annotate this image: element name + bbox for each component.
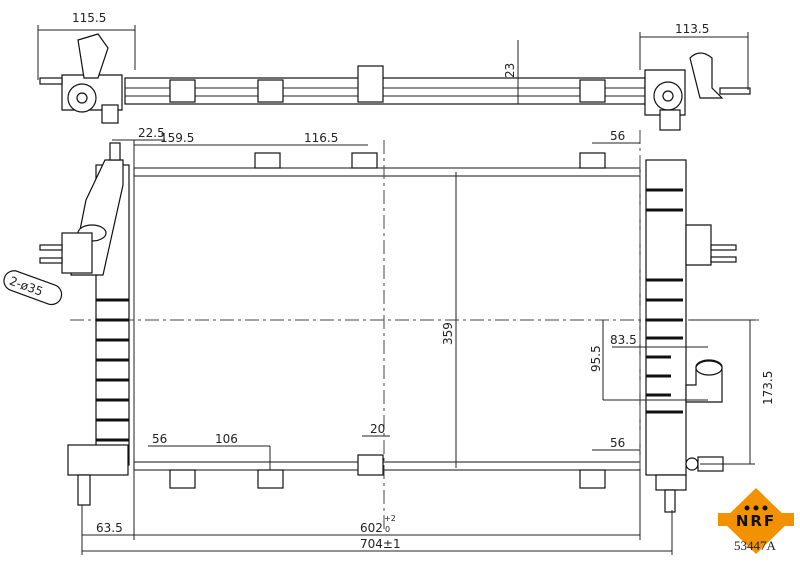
dim-top-bracket-2: 116.5 xyxy=(304,131,338,145)
dim-left-width: 115.5 xyxy=(72,11,106,25)
dim-top-right-bracket: 56 xyxy=(610,129,625,143)
dim-core-width: 602 xyxy=(360,521,383,535)
dim-bottom-right-bracket: 56 xyxy=(610,436,625,450)
part-number: 53447A xyxy=(734,538,777,553)
left-tank-fins xyxy=(96,298,129,442)
dim-outlet-to-bottom: 173.5 xyxy=(761,371,775,405)
dim-outlet-vertical: 95.5 xyxy=(589,345,603,372)
dim-core-width-tol-upper: +2 xyxy=(384,514,396,523)
dim-depth: 23 xyxy=(503,63,517,78)
dim-top-offset: 22.5 xyxy=(138,126,165,140)
dim-bottom-center-bracket: 20 xyxy=(370,422,385,436)
dim-overall-width: 704±1 xyxy=(360,537,401,551)
dim-bottom-left-bracket: 56 xyxy=(152,432,167,446)
pipe-diameter-callout: 2-ø35 xyxy=(3,270,63,306)
right-tank-fins xyxy=(646,188,683,414)
front-view: 22.5 159.5 116.5 56 2-ø35 359 83.5 95.5 … xyxy=(3,126,775,555)
top-view: 115.5 113.5 23 xyxy=(37,11,751,131)
nrf-logo: NRF xyxy=(718,488,794,554)
dim-outlet-horizontal: 83.5 xyxy=(610,333,637,347)
dim-top-bracket-1: 159.5 xyxy=(160,131,194,145)
dim-bottom-bracket-2: 106 xyxy=(215,432,238,446)
dim-core-height: 359 xyxy=(441,322,455,345)
dim-core-width-tol-lower: 0 xyxy=(385,525,390,534)
dim-left-pin-offset: 63.5 xyxy=(96,521,123,535)
dim-right-width: 113.5 xyxy=(675,22,709,36)
svg-text:NRF: NRF xyxy=(736,512,776,530)
